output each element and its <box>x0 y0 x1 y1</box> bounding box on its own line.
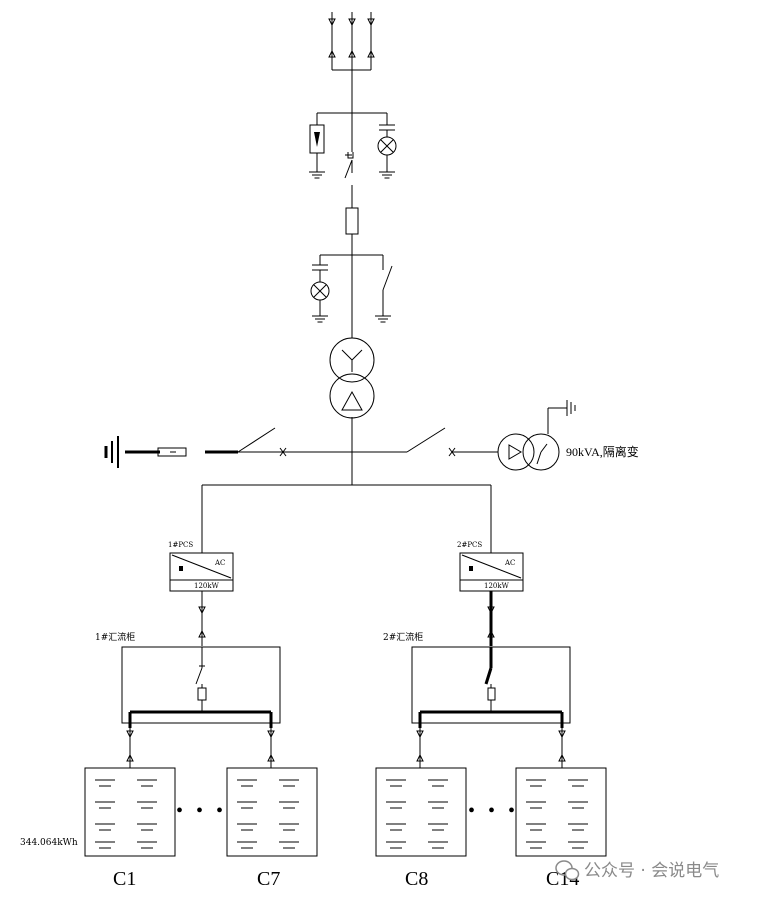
battery-cluster-c7 <box>226 767 318 857</box>
cluster-feeders <box>126 728 566 768</box>
cluster-label-c7: C7 <box>257 868 280 890</box>
indicator-lamp-upper <box>377 113 397 179</box>
pcs-2: 2#PCS AC 120kW <box>457 541 524 592</box>
ellipsis-right: • • • <box>468 800 519 822</box>
pcs-1-rating: 120kW <box>194 582 220 590</box>
fuse <box>345 207 359 235</box>
earth-switch <box>344 152 354 179</box>
pcs-2-ac: AC <box>504 559 515 567</box>
combiner-2-label: 2#汇流柜 <box>383 631 423 643</box>
battery-cluster-c8 <box>375 767 467 857</box>
isolation-transformer-label: 90kVA,隔离变 <box>566 444 639 459</box>
combiner-1: 1#汇流柜 <box>95 631 281 728</box>
dc-links <box>198 591 495 646</box>
pcs-1: 1#PCS AC 120kW <box>168 541 234 592</box>
pcs-2-rating: 120kW <box>484 582 510 590</box>
left-grounding <box>104 436 238 468</box>
wechat-icon <box>555 860 580 881</box>
capacity-label: 344.064kWh <box>20 838 78 848</box>
battery-cluster-c1 <box>84 767 176 857</box>
combiner-1-label: 1#汇流柜 <box>95 631 135 643</box>
isolation-transformer <box>497 400 576 471</box>
ellipsis-left: • • • <box>176 800 227 822</box>
pcs-2-label: 2#PCS <box>457 541 482 549</box>
lower-tap <box>310 254 393 323</box>
pcs-1-ac: AC <box>214 559 225 567</box>
cluster-label-c1: C1 <box>113 868 136 890</box>
main-transformer <box>329 337 375 419</box>
battery-cluster-c14 <box>515 767 607 857</box>
lv-bus <box>237 427 498 457</box>
pcs-1-label: 1#PCS <box>168 541 193 549</box>
branch-split <box>201 484 492 553</box>
watermark-text: 公众号 · 会说电气 <box>584 861 719 881</box>
incoming-cables <box>328 12 375 71</box>
combiner-2: 2#汇流柜 <box>383 631 571 728</box>
cluster-label-c8: C8 <box>405 868 428 890</box>
arrester-branch <box>308 112 387 179</box>
